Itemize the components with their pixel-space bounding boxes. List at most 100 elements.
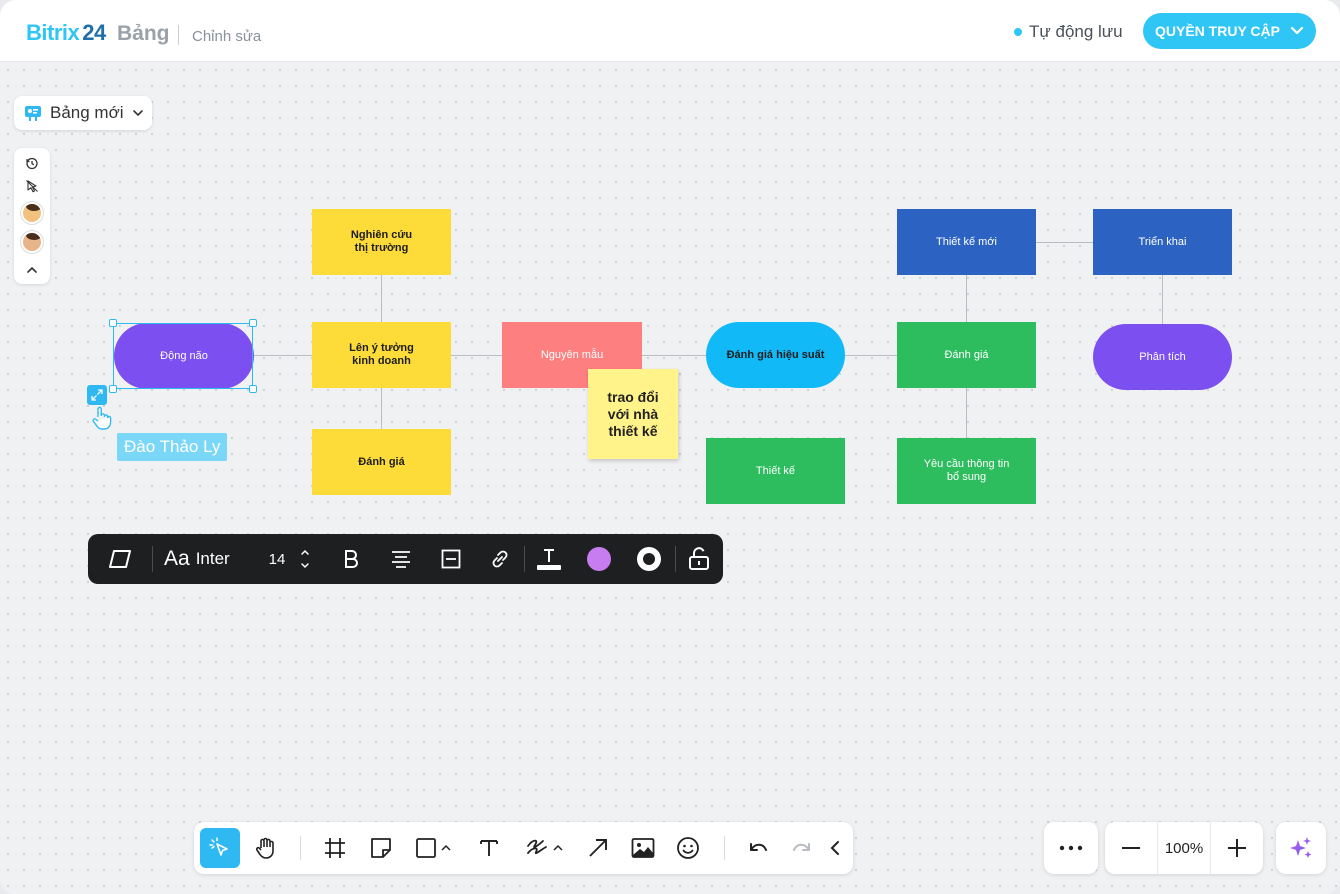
connector-line: [381, 275, 382, 323]
connector-line: [253, 355, 313, 356]
shape-dong-nao[interactable]: Động não: [114, 323, 254, 389]
expand-icon[interactable]: [87, 385, 107, 405]
sticky-line: trao đổi: [607, 388, 659, 405]
shape-nghien-cuu-thi-truong[interactable]: Nghiên cứu thị trường: [312, 209, 451, 275]
shape-tool-button[interactable]: [409, 828, 457, 868]
sticky-note-tool-button[interactable]: [361, 828, 401, 868]
chevron-left-icon: [830, 841, 839, 855]
parallelogram-icon: [109, 550, 131, 568]
hide-cursors-button[interactable]: [14, 174, 50, 198]
hand-cursor-icon: [92, 406, 112, 436]
access-button-label: QUYỀN TRUY CẬP: [1155, 23, 1280, 39]
image-tool-button[interactable]: [623, 828, 663, 868]
shape-danh-gia-left[interactable]: Đánh giá: [312, 429, 451, 495]
border-color-button[interactable]: [630, 534, 668, 584]
shape-label: Động não: [160, 349, 208, 362]
connector-line: [641, 355, 706, 356]
board-name: Bảng mới: [50, 103, 124, 122]
zoom-in-button[interactable]: [1211, 822, 1263, 874]
chevron-down-icon: [132, 110, 143, 117]
cursor-off-icon: [26, 180, 38, 193]
collaborator-avatar-1[interactable]: [14, 201, 50, 225]
resize-handle[interactable]: [109, 385, 117, 393]
shape-len-y-tuong-kinh-doanh[interactable]: Lên ý tưởng kinh doanh: [312, 322, 451, 388]
autosave-status: Tự động lưu: [1014, 22, 1123, 42]
chevron-up-icon: [441, 844, 451, 851]
select-tool-button[interactable]: [200, 828, 240, 868]
shape-label: Thiết kế mới: [935, 235, 997, 248]
shape-trien-khai[interactable]: Triển khai: [1093, 209, 1232, 275]
left-side-panel: [14, 148, 50, 284]
frame-icon: [325, 838, 345, 858]
hand-tool-button[interactable]: [246, 828, 286, 868]
board-selector[interactable]: Bảng mới: [14, 96, 152, 130]
resize-handle[interactable]: [109, 319, 117, 327]
collapse-toolbar-button[interactable]: [824, 828, 846, 868]
vertical-align-button[interactable]: [432, 534, 470, 584]
frame-tool-button[interactable]: [315, 828, 355, 868]
toolbar-divider: [524, 546, 525, 572]
board-canvas[interactable]: [0, 62, 1340, 894]
shape-label: Thiết kế: [755, 464, 796, 477]
arrow-tool-button[interactable]: [578, 828, 618, 868]
chevron-down-icon: [1290, 26, 1304, 35]
pen-tool-button[interactable]: [520, 828, 568, 868]
redo-icon: [793, 843, 810, 851]
lock-button[interactable]: [680, 534, 718, 584]
resize-handle[interactable]: [249, 385, 257, 393]
link-button[interactable]: [481, 534, 519, 584]
zoom-level[interactable]: 100%: [1164, 839, 1204, 857]
collaborator-avatar-2[interactable]: [14, 230, 50, 254]
plus-icon: [1228, 839, 1246, 857]
mode-label: Chỉnh sửa: [192, 28, 262, 45]
redo-button[interactable]: [783, 828, 823, 868]
shape-label-line: Lên ý tưởng: [349, 342, 414, 354]
resize-handle[interactable]: [249, 319, 257, 327]
unlock-icon: [689, 547, 709, 570]
tool-palette: [194, 822, 853, 874]
access-rights-button[interactable]: QUYỀN TRUY CẬP: [1143, 13, 1316, 49]
shape-danh-gia-hieu-suat[interactable]: Đánh giá hiệu suất: [706, 322, 845, 388]
zoom-out-button[interactable]: [1105, 822, 1157, 874]
collapse-panel-button[interactable]: [14, 258, 50, 282]
shape-style-button[interactable]: [100, 534, 140, 584]
undo-button[interactable]: [737, 828, 777, 868]
text-tool-button[interactable]: [469, 828, 509, 868]
shape-thiet-ke-moi[interactable]: Thiết kế mới: [897, 209, 1036, 275]
collaborator-name-tag: Đào Thảo Ly: [117, 433, 228, 461]
align-button[interactable]: [382, 534, 420, 584]
shape-thiet-ke[interactable]: Thiết kế: [706, 438, 845, 504]
toolbar-divider: [724, 836, 725, 860]
text-color-button[interactable]: [530, 534, 568, 584]
shape-yeu-cau-thong-tin[interactable]: Yêu cầu thông tin bổ sung: [897, 438, 1036, 504]
ai-assistant-button[interactable]: [1276, 822, 1326, 874]
more-options-button[interactable]: [1044, 822, 1098, 874]
hand-icon: [255, 837, 274, 859]
avatar: [21, 231, 43, 253]
vertical-align-icon: [441, 549, 461, 569]
shape-phan-tich[interactable]: Phân tích: [1093, 324, 1232, 390]
font-family-button[interactable]: Aa Inter: [164, 534, 244, 584]
bold-button[interactable]: [332, 534, 370, 584]
shape-label-line: bổ sung: [946, 471, 987, 483]
history-icon: [26, 157, 38, 170]
align-center-icon: [392, 551, 410, 568]
shape-danh-gia-right[interactable]: Đánh giá: [897, 322, 1036, 388]
arrow-icon: [589, 839, 607, 857]
autosave-dot-icon: [1014, 28, 1022, 36]
shape-label-line: thị trường: [354, 242, 409, 254]
font-icon: Aa: [164, 547, 190, 570]
avatar: [21, 202, 43, 224]
sticky-note[interactable]: trao đổi với nhà thiết kế: [588, 369, 678, 459]
history-button[interactable]: [14, 151, 50, 175]
emoji-tool-button[interactable]: [668, 828, 708, 868]
shape-label: Đánh giá: [944, 348, 989, 361]
fill-color-button[interactable]: [580, 534, 618, 584]
pointer-icon: [209, 837, 228, 856]
font-size-value[interactable]: 14: [268, 550, 286, 568]
font-name: Inter: [195, 549, 230, 568]
font-size-stepper[interactable]: [294, 534, 316, 584]
